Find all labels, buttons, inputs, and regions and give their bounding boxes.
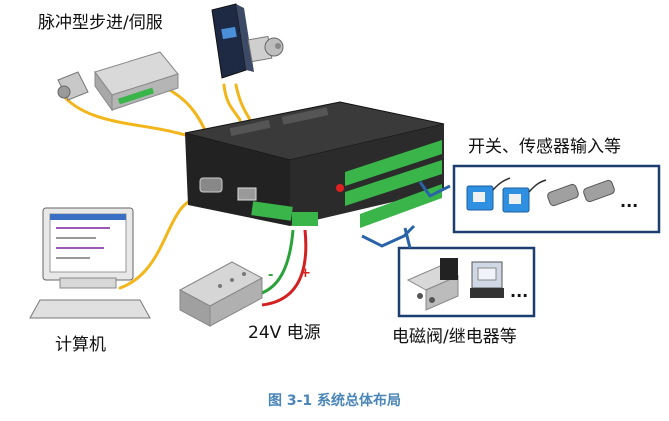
- stepper-driver-icon: [57, 51, 179, 112]
- servo-label: 脉冲型步进/伺服: [38, 13, 163, 33]
- proximity-sensor-icon: [466, 177, 615, 213]
- sensors-label: 开关、传感器输入等: [468, 137, 621, 157]
- valves-label: 电磁阀/继电器等: [392, 327, 517, 347]
- relay-icon: [470, 261, 504, 298]
- sensor-box: [452, 164, 661, 234]
- positive-sign: +: [300, 266, 311, 281]
- figure-caption: 图 3-1 系统总体布局: [267, 393, 402, 409]
- solenoid-valve-icon: [406, 258, 460, 311]
- power-label: 24V 电源: [248, 323, 321, 343]
- red-wire: [261, 229, 308, 307]
- negative-sign: -: [268, 268, 274, 283]
- valve-box: [397, 246, 536, 318]
- valves-ellipsis: ...: [510, 282, 529, 301]
- bracket-lines: [361, 181, 451, 249]
- computer-icon: [29, 207, 151, 319]
- power-supply-icon: [178, 261, 264, 327]
- servo-motor-icon: [211, 3, 284, 79]
- computer-label: 计算机: [55, 335, 106, 355]
- sensors-ellipsis: ...: [620, 192, 639, 211]
- controller-box: [184, 101, 445, 228]
